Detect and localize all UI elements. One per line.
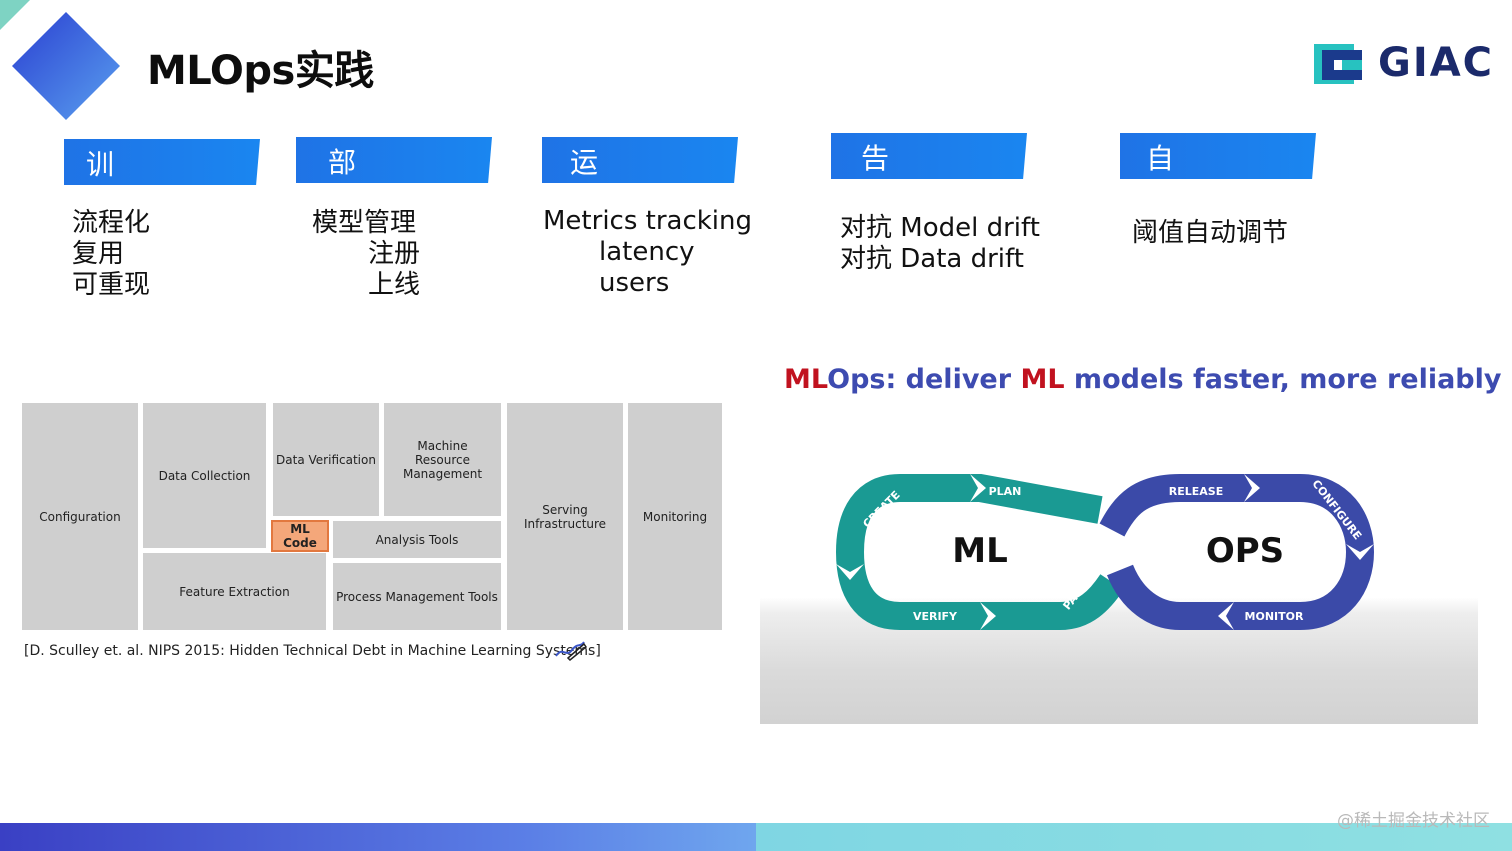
mlops-infinity-loop: ML OPS PLAN RELEASE VERIFY MONITOR CREAT… [835,474,1375,630]
citation: [D. Sculley et. al. NIPS 2015: Hidden Te… [24,643,601,659]
list-item: 上线 [368,270,421,300]
monitor-arrow [1218,602,1234,630]
tagline-ml-2: ML [1020,364,1065,395]
ops-label: OPS [1206,531,1284,571]
box-serving-infrastructure: Serving Infrastructure [507,403,623,630]
verify-arrow [980,602,996,630]
plan-arrow [970,474,986,502]
list-item: Metrics tracking [543,206,753,236]
category-banner [831,133,1027,179]
mlops-tagline: MLOps: deliver ML models faster, more re… [784,364,1502,395]
list-item: 对抗 Model drift [840,213,1040,243]
category-banner [64,139,260,185]
box-analysis-tools: Analysis Tools [333,521,501,558]
list-item: 阈值自动调节 [1132,218,1289,248]
list-item: 流程化 [72,208,151,238]
giac-logo: GIAC [1308,36,1498,92]
ml-loop-track [835,474,1124,630]
slide-title: MLOps实践 [147,48,374,94]
box-feature-extraction: Feature Extraction [143,553,326,630]
list-item: latency [599,237,695,267]
box-machine-resource-management: Machine Resource Management [384,403,501,516]
box-monitoring: Monitoring [628,403,722,630]
category-label: 告警 [861,142,890,215]
list-item: 对抗 Data drift [840,244,1024,274]
category-banner [1120,133,1316,179]
list-item: 复用 [72,239,125,269]
bottom-gradient-bar [0,823,1512,851]
giac-logo-mark-icon [1314,44,1362,84]
box-data-collection: Data Collection [143,403,266,548]
category-banner [296,137,492,183]
watermark: @稀土掘金技术社区 [1337,811,1490,831]
tagline-text: Ops: deliver [827,364,1021,395]
box-ml-code: ML Code [271,520,329,552]
release-arrow [1244,474,1260,502]
category-deployment-items: 模型管理 注册 上线 [312,208,420,301]
category-alerting-items: 对抗 Model drift 对抗 Data drift [840,213,1040,275]
stage-verify: VERIFY [913,610,958,623]
list-item: 注册 [368,239,421,269]
box-configuration: Configuration [22,403,138,630]
category-label: 部署 [328,146,357,219]
category-label: 训练 [86,148,115,221]
category-training-items: 流程化 复用 可重现 [72,208,150,301]
category-label: 自动化 [1146,142,1175,255]
category-automation-items: 阈值自动调节 [1132,218,1288,249]
logo-text: GIAC [1378,40,1495,86]
category-operations-items: Metrics tracking latency users [543,206,752,299]
list-item: users [599,268,670,298]
stage-plan: PLAN [989,485,1022,498]
mlops-loop-panel: ML OPS PLAN RELEASE VERIFY MONITOR CREAT… [760,460,1478,724]
box-process-management-tools: Process Management Tools [333,563,501,630]
pen-signature-icon [555,641,588,662]
corner-diamond-decoration [0,0,120,120]
category-label: 运维 [570,146,599,219]
tagline-text-2: models faster, more reliably [1064,364,1502,395]
tagline-ml: ML [784,364,828,395]
box-data-verification: Data Verification [273,403,379,516]
list-item: 可重现 [72,270,151,300]
ml-label: ML [952,531,1008,571]
category-banner [542,137,738,183]
stage-monitor: MONITOR [1245,610,1304,623]
technical-debt-diagram: Configuration Data Collection Data Verif… [20,400,730,670]
create-arrow [836,564,864,580]
configure-arrow [1346,544,1374,560]
list-item: 模型管理 [312,208,417,238]
stage-release: RELEASE [1169,485,1223,498]
